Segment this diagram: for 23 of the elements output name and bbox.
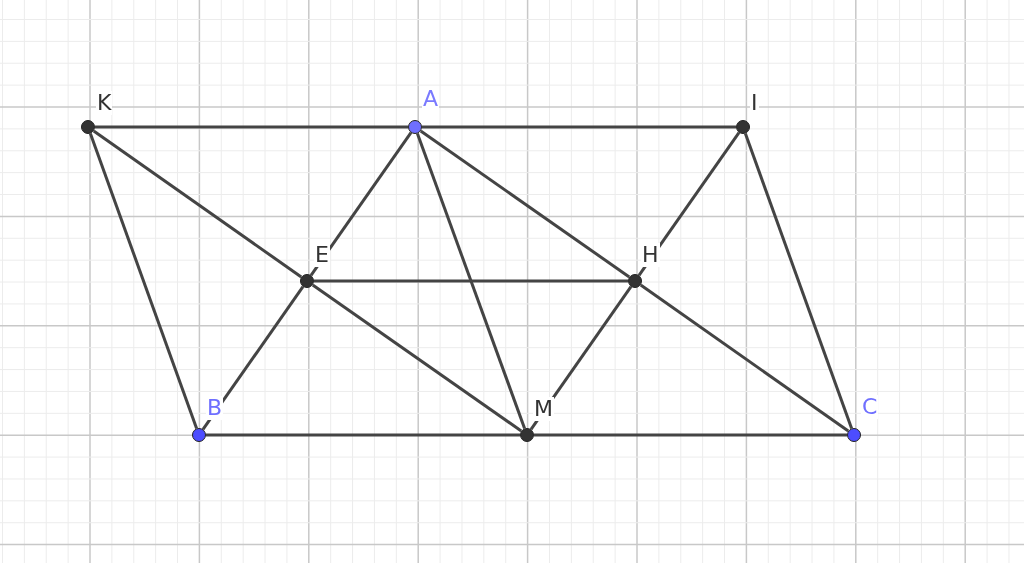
line-segment (92, 129, 303, 279)
line-segment (639, 283, 850, 433)
line-segment (419, 129, 631, 279)
line-segment (743, 133, 854, 429)
point-label: C (861, 395, 879, 419)
line-segment (201, 285, 305, 431)
line-segment (311, 283, 523, 433)
line-segment (416, 133, 526, 429)
line-segment (422, 125, 736, 129)
line-segment (534, 433, 847, 437)
point-label: K (96, 91, 113, 115)
line-segment (88, 133, 199, 429)
line-segment (95, 125, 408, 129)
line-segment (309, 131, 413, 277)
point-label: B (206, 396, 224, 420)
line-segment (637, 131, 741, 277)
line-segment (206, 433, 520, 437)
point-label: A (422, 87, 440, 111)
point-label: E (314, 243, 330, 267)
line-segment (529, 285, 633, 431)
line-segment (314, 279, 628, 283)
point-label: H (641, 243, 660, 267)
point-label: M (533, 397, 554, 421)
